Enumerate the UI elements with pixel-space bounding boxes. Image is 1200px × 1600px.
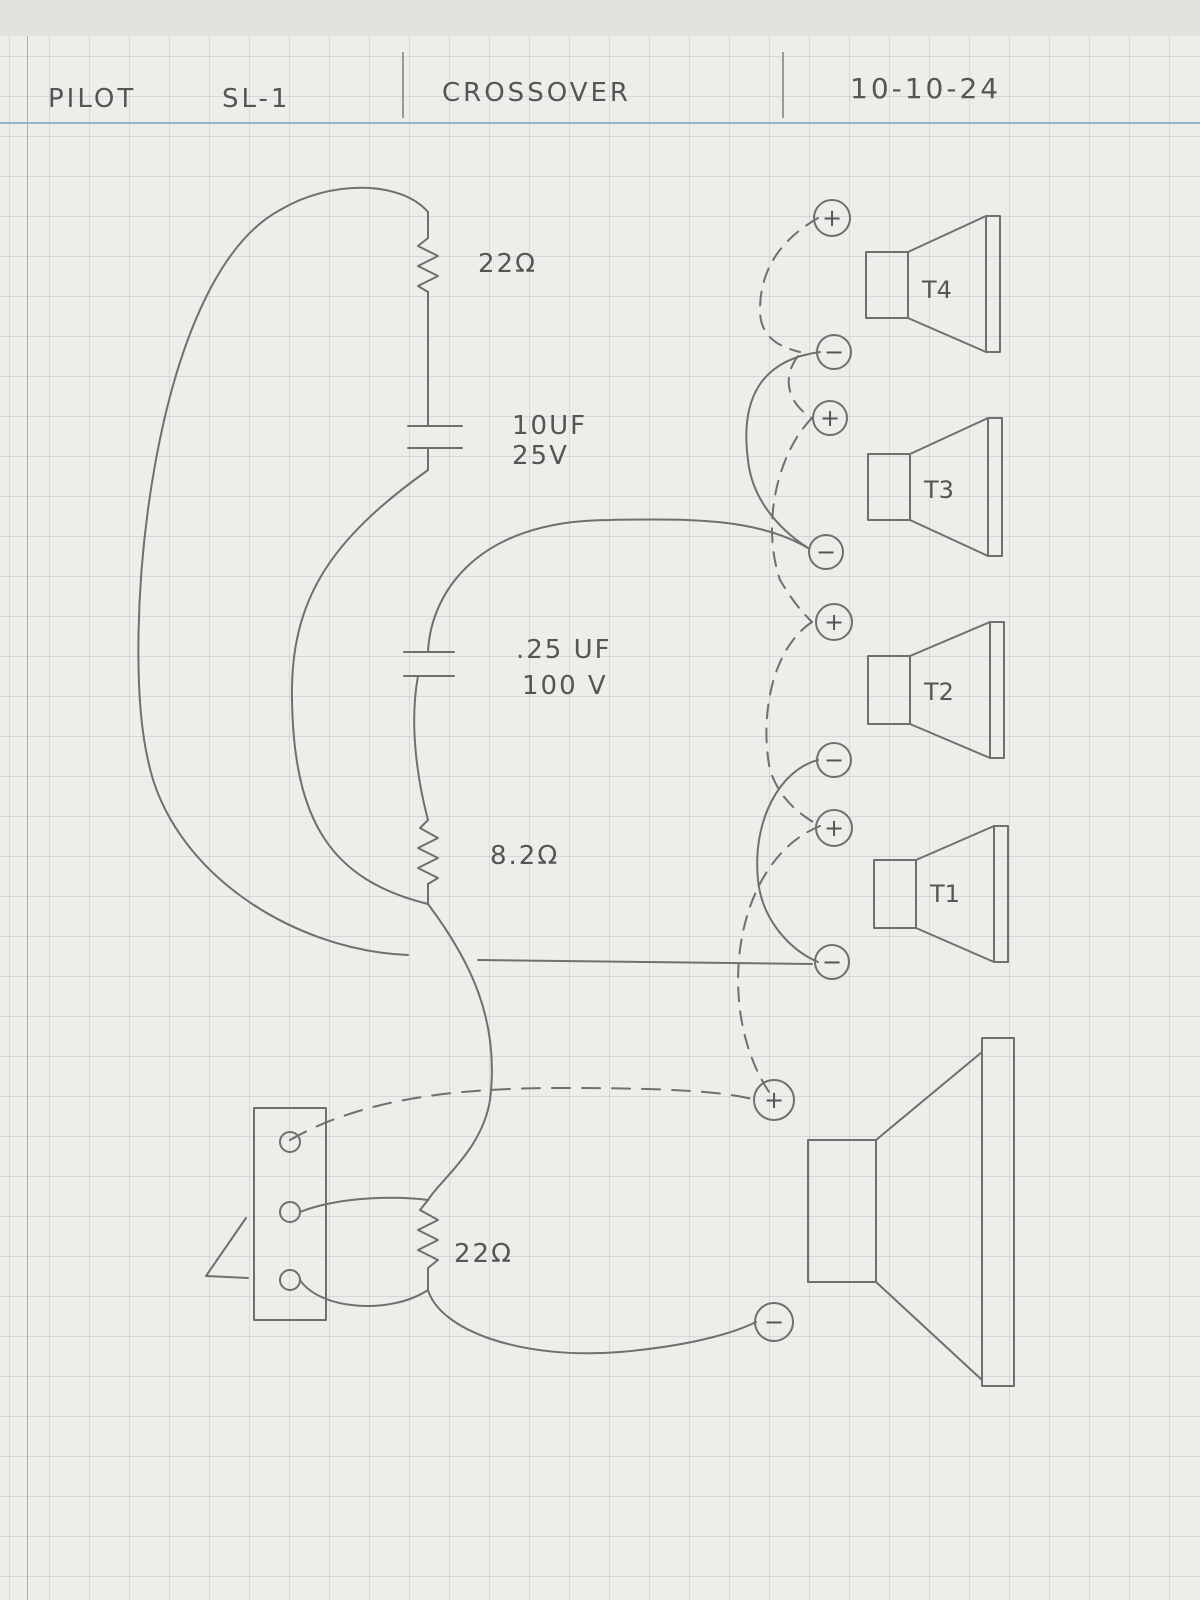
terminal-post-2: [279, 1201, 301, 1223]
woofer-minus-terminal: [754, 1302, 794, 1342]
tweeter-label-t4: T4: [921, 276, 952, 304]
resistor-22-ohm-bottom-symbol: [417, 1199, 439, 1269]
terminal-jumper-mark: [205, 1217, 249, 1279]
capacitor-025uf-voltage-label: 100 V: [522, 671, 608, 701]
wire-terminal3-to-bottom-resistor: [299, 1267, 429, 1307]
capacitor-10uf-voltage-label: 25V: [512, 441, 569, 471]
t2-minus-terminal: [816, 742, 852, 778]
t4-minus-terminal: [816, 334, 852, 370]
header-rule: [0, 122, 1200, 124]
capacitor-10uf-value-label: 10UF: [512, 411, 587, 441]
wire-cap2-to-resistor: [413, 675, 429, 821]
t2-plus-sign: +: [824, 608, 844, 636]
woofer-drawing: [807, 1037, 1015, 1387]
wire-ground-bus: [477, 959, 813, 965]
capacitor-025uf-value-label: .25 UF: [516, 635, 612, 665]
wire-bottom-resistor-to-woofer-minus: [427, 1289, 757, 1355]
sheet-top-edge: [0, 0, 1200, 36]
wire-dashed-t4-to-t3: [787, 355, 813, 419]
header-divider: [402, 52, 404, 118]
resistor-82-ohm-symbol: [417, 819, 439, 885]
t4-plus-terminal: [813, 199, 851, 237]
wire-center-to-bottom-resistor: [427, 903, 493, 1201]
wire-dashed-t2-plus-to-t1-plus: [765, 621, 821, 827]
t4-minus-sign: −: [824, 338, 844, 366]
wire-cap2-to-t3-minus: [427, 518, 809, 653]
wire-t4-minus-to-t3-plus: [745, 351, 821, 549]
header-model-brand: PILOT: [48, 84, 137, 114]
header-divider: [782, 52, 784, 118]
wire-dashed-terminal-to-woofer-plus: [289, 1087, 757, 1141]
terminal-post-1: [279, 1131, 301, 1153]
t1-minus-sign: −: [822, 948, 842, 976]
header-model-number: SL-1: [222, 84, 291, 114]
input-terminal-strip: [253, 1107, 327, 1321]
wire-t2-minus-to-t1-minus: [756, 759, 819, 963]
t3-minus-terminal: [808, 534, 844, 570]
wire-dashed-t3-plus-to-t2-plus: [771, 417, 813, 623]
tweeter-t4-drawing: [865, 215, 1001, 353]
resistor-82-ohm-label: 8.2Ω: [490, 841, 559, 871]
t3-plus-terminal: [812, 400, 848, 436]
t3-plus-sign: +: [820, 404, 840, 432]
woofer-plus-sign: +: [764, 1086, 784, 1114]
woofer-minus-sign: −: [764, 1308, 784, 1336]
tweeter-t1-drawing: [873, 825, 1009, 963]
tweeter-t3-drawing: [867, 417, 1003, 557]
tweeter-label-t1: T1: [929, 880, 960, 908]
t1-minus-terminal: [814, 944, 850, 980]
tweeter-label-t2: T2: [923, 678, 954, 706]
wire-inner-left: [290, 469, 429, 905]
woofer-plus-terminal: [753, 1079, 795, 1121]
t2-plus-terminal: [815, 603, 853, 641]
wire-dashed-t1-plus-to-woofer-plus: [737, 825, 821, 1097]
terminal-post-3: [279, 1269, 301, 1291]
margin-rule: [27, 36, 28, 1600]
resistor-22-ohm-bottom-label: 22Ω: [454, 1239, 513, 1269]
t1-plus-sign: +: [824, 814, 844, 842]
t2-minus-sign: −: [824, 746, 844, 774]
wire-outer-left: [137, 186, 429, 956]
tweeter-label-t3: T3: [923, 476, 954, 504]
wire-dashed-t4-plus-to-t4-minus: [759, 217, 819, 353]
header-date: 10-10-24: [850, 72, 1002, 105]
header-subject: CROSSOVER: [442, 78, 631, 108]
tweeter-t2-drawing: [867, 621, 1005, 759]
wire-terminal2-to-bottom-resistor: [299, 1196, 429, 1213]
resistor-22-ohm-top-label: 22Ω: [478, 249, 537, 279]
t1-plus-terminal: [815, 809, 853, 847]
t4-plus-sign: +: [822, 204, 842, 232]
t3-minus-sign: −: [816, 538, 836, 566]
resistor-22-ohm-top-symbol: [417, 237, 439, 293]
